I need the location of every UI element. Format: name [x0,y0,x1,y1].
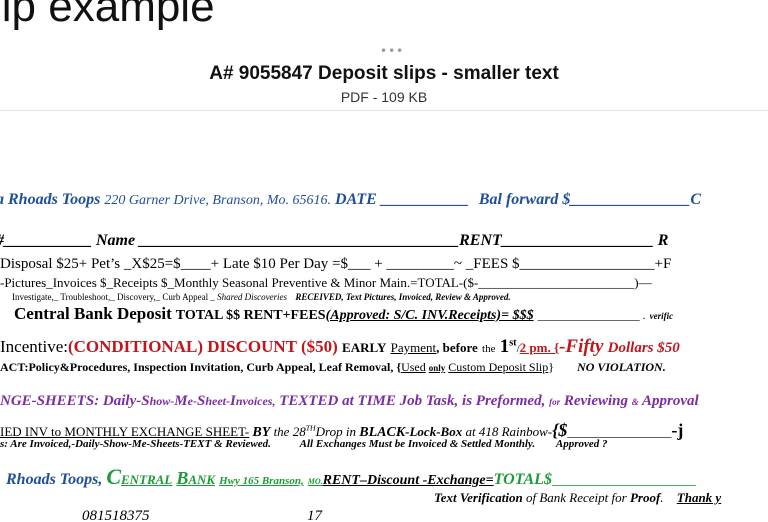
document-meta: PDF - 109 KB [340,89,428,105]
doc-line-number: 17 [307,508,322,522]
tenant-name: a Rhoads Toops [0,191,101,208]
rainbow-address: at 418 Rainbow- [465,424,553,439]
s2: S [196,393,206,409]
brace-close: } [548,360,555,374]
entral: ENTRAL [121,472,173,487]
e: e- [187,394,197,408]
property-address: 220 Garner Drive, Branson, Mo. 65616. [104,193,332,208]
first-day: 1 [499,336,510,357]
doc-line-monthly-exchange: IED INV to MONTHLY EXCHANGE SHEET- BY th… [0,420,683,441]
more-options-icon[interactable]: ••• [380,44,405,58]
amount-tail: -j [671,420,684,440]
bank-receipt: of Bank Receipt for [525,490,627,505]
monthly-exchange-label: IED INV to MONTHLY EXCHANGE SHEET- [0,424,250,439]
settled-note: All Exchanges Must be Invoiced & Settled… [299,438,536,450]
doc-line-invoiced: s: Are Invoiced,-Daily-Show-Me-Sheets-TE… [0,438,608,450]
account-number: 081518375 [82,508,150,522]
total-field: __________________ [551,471,696,488]
doc-line-account: 081518375 [82,508,150,522]
doc-line-policy: ACT:Policy&Procedures, Inspection Invita… [0,360,666,375]
slash: / [516,343,520,355]
rent-field: ___________________ R [501,232,669,249]
fifty-label: -Fifty [559,336,604,357]
approval: Approval [642,393,699,409]
ank: ANK [188,472,216,487]
header-divider [0,110,768,111]
rent-discount-exchange: RENT–Discount -Exchange= [322,473,494,488]
dollars-amount: Dollars $50 [607,340,680,356]
rhoads-toops: Rhoads Toops, [6,471,103,488]
discount-offer: (CONDITIONAL) DISCOUNT ($50) [67,337,338,356]
discoveries-list: Investigate,_ Troubleshoot,_ Discovery,_… [12,292,215,302]
doc-line-central-bank: Rhoads Toops, CENTRAL BANK Hwy 165 Brans… [6,464,696,490]
early-label: EARLY [342,340,387,355]
doc-line-verification: Text Verification of Bank Receipt for Pr… [434,490,721,506]
amount-brace: {$ [552,420,568,440]
payment-label: Payment [390,340,437,355]
deposit-amount-field: _________________ . [537,308,646,322]
policy-items: ACT:Policy&Procedures, Inspection Invita… [0,360,402,374]
name-field: #___________ Name ______________________… [0,232,460,249]
bank-deposit-label: Central Bank Deposit [14,304,172,323]
for-label: for [549,397,561,407]
mo-label: MO. [307,477,323,486]
lock-box: -Lock-Box [405,424,463,439]
invoiced-note: s: Are Invoiced,-Daily-Show-Me-Sheets-TE… [0,438,271,450]
drop-in: Drop in [315,424,356,439]
thank-you: Thank y [676,490,722,505]
doc-line-incentive: Incentive:(CONDITIONAL) DISCOUNT ($50) E… [0,336,680,358]
received-note: RECEIVED, Text Pictures, Invoiced, Revie… [295,292,511,302]
used-label: Used [401,360,426,374]
rent-label: RENT [459,232,502,249]
doc-line-total: -Pictures_Invoices $_Receipts $_Monthly … [0,275,652,290]
doc-line-name-rent: #___________ Name ______________________… [0,232,668,250]
the-label: the [482,343,496,355]
document-title[interactable]: A# 9055847 Deposit slips - smaller text [209,63,559,84]
total-label: TOTAL$ [493,471,552,488]
exchange-sheets-label: NGE-SHEETS: Daily- [0,393,142,409]
black-label: BLACK [359,425,406,440]
shared-discoveries: Shared Discoveries [217,292,288,302]
verification-note: verific [649,311,674,321]
date-field: DATE ___________ [335,191,469,208]
doc-line-tenant: a Rhoads Toops 220 Garner Drive, Branson… [0,191,701,209]
incentive-label: Incentive: [0,337,68,356]
s1: S [141,393,150,409]
c-initial: C [106,464,122,489]
doc-line-fees: Disposal $25+ Pet’s _X$25=$____+ Late $1… [0,256,672,272]
total-rent-fees: TOTAL $$ RENT+FEES [175,308,326,323]
reviewing: Reviewing [563,393,629,409]
amount-field: ________________ [567,424,672,439]
how: how- [149,394,175,408]
slip-number: 17 [307,508,322,522]
before-label: , before [436,340,478,355]
proof-label: Proof [629,490,661,505]
approved-question: Approved ? [555,438,608,450]
by-label: BY [252,425,271,440]
approved-receipts: (Approved: S/C. INV.Receipts)= $$$ [325,308,534,323]
no-violation: NO VIOLATION. [577,360,666,374]
texted-note: TEXTED at TIME Job Task, is Preformed, [279,393,546,409]
only-label: only [428,363,446,373]
heet: heet- [205,394,230,408]
th-suffix: TH [305,423,316,433]
custom-slip-label: Custom Deposit Slip [448,360,549,374]
deadline: 2 pm. { [519,340,560,355]
background-page-title: lip example [0,0,215,31]
doc-line-bank-deposit: Central Bank Deposit TOTAL $$ RENT+FEES(… [14,304,673,324]
m1: M [174,393,188,409]
b-initial: B [176,468,189,488]
text-verification: Text Verification [434,490,523,505]
balance-forward-field: Bal forward $_______________C [478,191,702,208]
the-28: the 28 [273,424,306,439]
nvoices: nvoices, [235,394,276,408]
first-suffix: st [509,337,517,349]
doc-line-discoveries: Investigate,_ Troubleshoot,_ Discovery,_… [12,292,511,302]
period: . [660,490,664,505]
ampersand: & [631,397,639,407]
doc-line-exchange-sheets: NGE-SHEETS: Daily-Show-Me-Sheet-Invoices… [0,393,699,410]
i1: I [229,393,236,409]
bank-address: Hwy 165 Branson, [219,475,304,487]
